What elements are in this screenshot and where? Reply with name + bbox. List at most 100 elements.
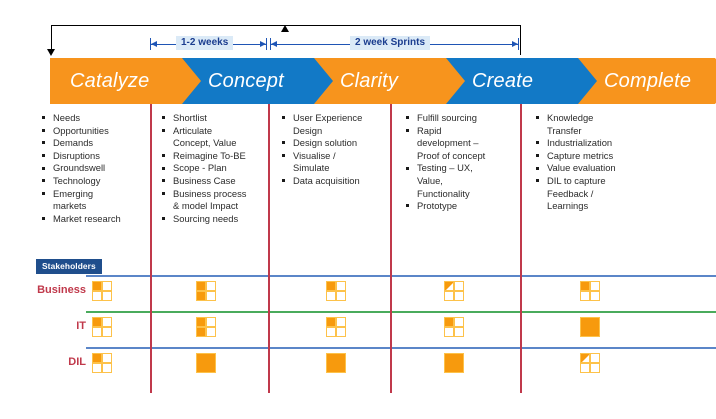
list-item: Demands <box>40 137 148 149</box>
stakeholder-divider-1 <box>150 258 152 393</box>
quadrant-bottom-right <box>590 291 599 300</box>
quadrant-bottom-left <box>581 327 590 336</box>
phase-label-concept: Concept <box>208 69 284 92</box>
stakeholder-divider-3 <box>390 258 392 393</box>
quadrant-top-left <box>93 354 102 363</box>
stakeholder-cell-icon-business-create[interactable] <box>444 281 464 301</box>
stakeholder-cell-icon-dil-create[interactable] <box>444 353 464 373</box>
quadrant-top-left <box>581 282 590 291</box>
list-item-continuation: Functionality <box>417 187 470 199</box>
phase-chevron-create[interactable]: Create <box>446 58 598 104</box>
quadrant-bottom-right <box>336 327 345 336</box>
list-item: Data acquisition <box>280 175 392 187</box>
outer-bracket-left-stem <box>51 25 52 51</box>
quadrant-top-left <box>445 318 454 327</box>
quadrant-bottom-left <box>327 363 336 372</box>
list-item-continuation: & model Impact <box>173 200 239 212</box>
stakeholder-cell-icon-business-clarity[interactable] <box>326 281 346 301</box>
stakeholder-rule-lower <box>86 347 716 349</box>
list-item: Design solution <box>280 137 392 149</box>
stakeholder-cell-icon-it-clarity[interactable] <box>326 317 346 337</box>
quadrant-top-left <box>93 282 102 291</box>
stakeholder-cell-icon-it-concept[interactable] <box>196 317 216 337</box>
list-item: Testing – UX, <box>404 162 514 174</box>
column-divider-3 <box>390 104 392 258</box>
list-item: Needs <box>40 112 148 124</box>
stakeholder-cell-icon-it-complete[interactable] <box>580 317 600 337</box>
list-item: Sourcing needs <box>160 213 268 225</box>
quadrant-top-left <box>581 354 590 363</box>
measure-1-2-weeks-left-tick <box>150 38 151 50</box>
stakeholder-cell-icon-business-catalyze[interactable] <box>92 281 112 301</box>
list-item: Scope - Plan <box>160 162 268 174</box>
list-item-continuation: Design <box>293 124 323 136</box>
stakeholder-cell-icon-dil-complete[interactable] <box>580 353 600 373</box>
stakeholder-cell-icon-it-catalyze[interactable] <box>92 317 112 337</box>
quadrant-bottom-right <box>454 291 463 300</box>
list-item: Reimagine To-BE <box>160 150 268 162</box>
quadrant-bottom-right <box>206 327 215 336</box>
stakeholder-cell-icon-dil-concept[interactable] <box>196 353 216 373</box>
list-item: Opportunities <box>40 125 148 137</box>
quadrant-grid-horizontal <box>93 290 111 292</box>
quadrant-grid-horizontal <box>93 326 111 328</box>
stakeholder-cell-icon-dil-clarity[interactable] <box>326 353 346 373</box>
quadrant-grid-horizontal <box>327 290 345 292</box>
list-item: User Experience <box>280 112 392 124</box>
measure-1-2-weeks-left-arrowhead <box>151 41 157 47</box>
phase-chevron-catalyze[interactable]: Catalyze <box>50 58 202 104</box>
list-item-continuation: development – <box>417 137 479 149</box>
phase-chevron-complete[interactable]: Complete <box>578 58 716 104</box>
bullet-list-clarity: User Experience Design Design solution V… <box>280 112 392 187</box>
quadrant-grid-horizontal <box>581 362 599 364</box>
quadrant-top-right <box>454 354 463 363</box>
list-item: Business process <box>160 188 268 200</box>
measure-1-2-weeks-right-tick <box>266 38 267 50</box>
bullet-list-create: Fulfill sourcing Rapid development – Pro… <box>404 112 514 212</box>
timeline-label-2-week-sprints: 2 week Sprints <box>350 36 431 50</box>
quadrant-grid-horizontal <box>197 326 215 328</box>
quadrant-bottom-right <box>206 363 215 372</box>
phase-label-complete: Complete <box>604 69 692 92</box>
quadrant-grid-horizontal <box>197 290 215 292</box>
timeline-header: 1-2 weeks 2 week Sprints <box>0 0 716 56</box>
phase-chevron-clarity[interactable]: Clarity <box>314 58 466 104</box>
quadrant-top-left <box>197 318 206 327</box>
list-item: Visualise / <box>280 150 392 162</box>
stakeholder-divider-4 <box>520 258 522 393</box>
phase-chevron-concept[interactable]: Concept <box>182 58 334 104</box>
stakeholder-cell-icon-it-create[interactable] <box>444 317 464 337</box>
measure-sprints-right-arrowhead <box>512 41 518 47</box>
list-item: Technology <box>40 175 148 187</box>
quadrant-grid-horizontal <box>327 326 345 328</box>
stakeholder-rule-top <box>86 275 716 277</box>
quadrant-bottom-right <box>590 327 599 336</box>
quadrant-bottom-right <box>454 327 463 336</box>
measure-sprints-left-tick <box>270 38 271 50</box>
list-item-continuation: Value, <box>417 174 443 186</box>
stakeholder-cell-icon-business-complete[interactable] <box>580 281 600 301</box>
stakeholders-badge: Stakeholders <box>36 259 102 274</box>
quadrant-bottom-right <box>102 327 111 336</box>
quadrant-bottom-right <box>102 291 111 300</box>
stakeholder-cell-icon-business-concept[interactable] <box>196 281 216 301</box>
quadrant-top-left <box>445 282 454 291</box>
outer-bracket-left-arrowhead <box>47 49 55 56</box>
quadrant-grid-horizontal <box>93 362 111 364</box>
column-divider-4 <box>520 104 522 258</box>
detail-column-create: Fulfill sourcing Rapid development – Pro… <box>404 112 514 213</box>
list-item: Disruptions <box>40 150 148 162</box>
measure-sprints-left-arrowhead <box>271 41 277 47</box>
list-item: Value evaluation <box>534 162 646 174</box>
list-item-continuation: Transfer <box>547 124 582 136</box>
list-item: Fulfill sourcing <box>404 112 514 124</box>
quadrant-grid-horizontal <box>445 290 463 292</box>
stakeholder-cell-icon-dil-catalyze[interactable] <box>92 353 112 373</box>
quadrant-top-left <box>327 318 336 327</box>
outer-bracket-mid-arrowhead <box>281 25 289 32</box>
list-item: Emerging <box>40 188 148 200</box>
detail-column-catalyze: Needs Opportunities Demands Disruptions … <box>40 112 148 225</box>
bullet-list-concept: Shortlist Articulate Concept, Value Reim… <box>160 112 268 224</box>
bullet-list-complete: Knowledge Transfer Industrialization Cap… <box>534 112 646 212</box>
quadrant-bottom-left <box>197 363 206 372</box>
